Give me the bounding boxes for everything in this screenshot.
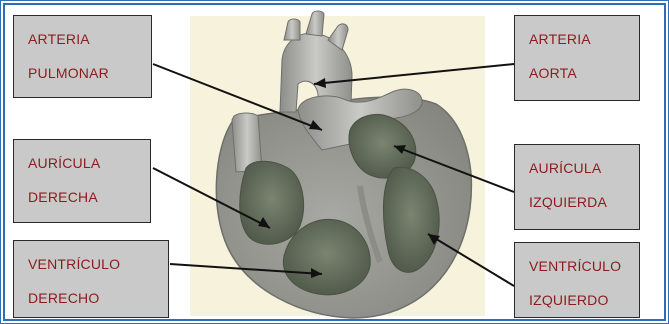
label-line-2: AORTA [529, 56, 639, 90]
right-atrium [240, 161, 304, 244]
label-line-1: AURÍCULA [529, 151, 639, 185]
label-line-2: IZQUIERDO [529, 283, 639, 317]
label-line-2: DERECHO [28, 281, 168, 315]
label-line-1: AURÍCULA [28, 146, 150, 180]
label-line-2: DERECHA [28, 180, 150, 214]
label-ventriculo-izquierdo: VENTRÍCULO IZQUIERDO [514, 242, 640, 318]
label-line-2: PULMONAR [28, 56, 151, 90]
label-line-1: ARTERIA [529, 22, 639, 56]
label-ventriculo-derecho: VENTRÍCULO DERECHO [13, 240, 169, 318]
label-arteria-pulmonar: ARTERIA PULMONAR [13, 15, 152, 98]
label-line-1: ARTERIA [28, 22, 151, 56]
label-auricula-derecha: AURÍCULA DERECHA [13, 139, 151, 223]
label-line-1: VENTRÍCULO [28, 247, 168, 281]
aortic-branch-2 [306, 11, 324, 36]
label-line-1: VENTRÍCULO [529, 249, 639, 283]
label-line-2: IZQUIERDA [529, 185, 639, 219]
aortic-branch-1 [284, 19, 300, 40]
label-auricula-izquierda: AURÍCULA IZQUIERDA [514, 144, 640, 230]
label-arteria-aorta: ARTERIA AORTA [514, 15, 640, 101]
